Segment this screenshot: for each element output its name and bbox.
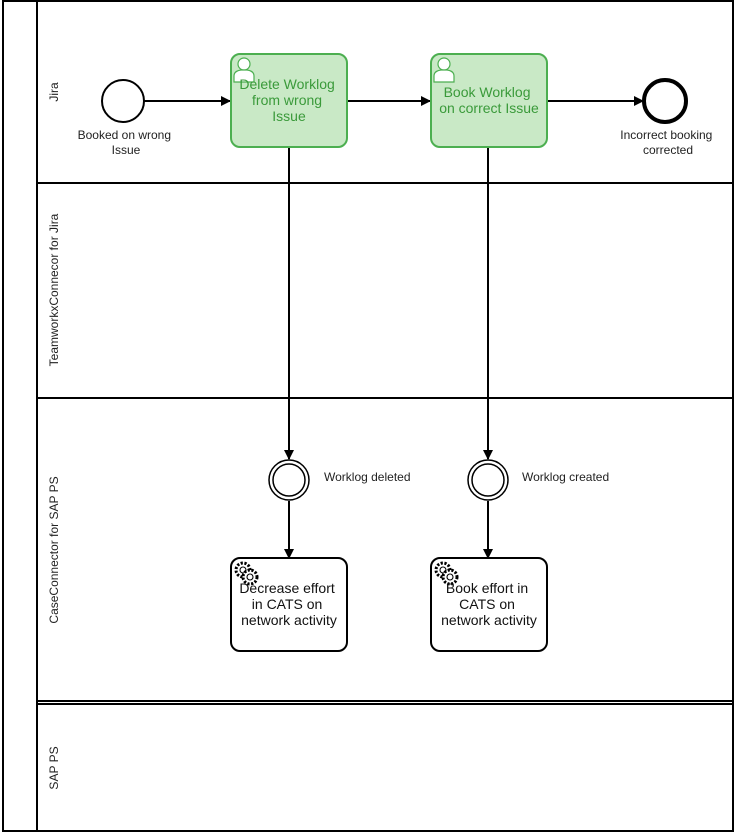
task-delete-worklog-label: Delete Worklog from wrong Issue — [239, 76, 338, 124]
user-icon — [433, 57, 455, 83]
task-decrease-effort-label: Decrease effort in CATS on network activ… — [239, 580, 338, 628]
intermediate-event-worklog-deleted[interactable] — [268, 459, 310, 501]
start-event[interactable] — [101, 79, 145, 123]
end-event[interactable] — [642, 78, 688, 124]
intermediate-event-worklog-created[interactable] — [467, 459, 509, 501]
lane-label-teamworkx: TeamworkxConnecor for Jira — [47, 213, 61, 366]
task-book-effort[interactable]: Book effort in CATS on network activity — [430, 557, 548, 652]
lane-label-jira: Jira — [47, 82, 61, 102]
task-book-worklog-label: Book Worklog on correct Issue — [439, 84, 539, 116]
task-book-effort-label: Book effort in CATS on network activity — [441, 580, 537, 628]
worklog-deleted-label: Worklog deleted — [324, 470, 411, 484]
lane-label-caseconnector: CaseConnector for SAP PS — [47, 476, 61, 623]
task-book-worklog[interactable]: Book Worklog on correct Issue — [430, 53, 548, 148]
end-event-label: Incorrect booking corrected — [620, 128, 715, 157]
gear-icon — [234, 561, 259, 586]
lane-label-sap-ps: SAP PS — [47, 746, 61, 789]
worklog-created-label: Worklog created — [522, 470, 609, 484]
task-delete-worklog[interactable]: Delete Worklog from wrong Issue — [230, 53, 348, 148]
user-icon — [233, 57, 255, 83]
start-event-label: Booked on wrong Issue — [78, 128, 175, 157]
task-decrease-effort[interactable]: Decrease effort in CATS on network activ… — [230, 557, 348, 652]
gear-icon — [434, 561, 459, 586]
